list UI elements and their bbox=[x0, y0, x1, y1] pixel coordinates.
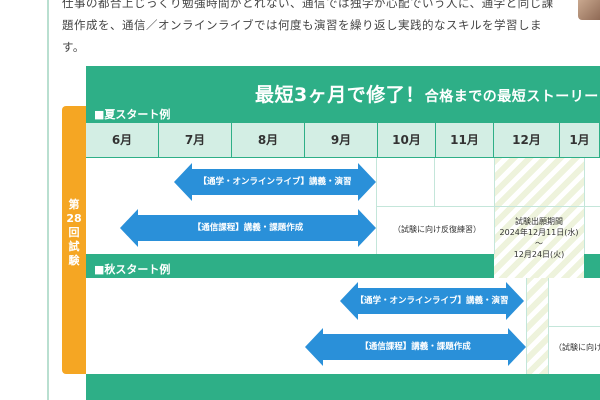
exam-round-tab: 第 28 回 試 験 bbox=[62, 106, 86, 374]
exam-period-end: 12月24日(火) bbox=[513, 250, 565, 259]
exam-round-char-5: 験 bbox=[68, 254, 80, 267]
autumn-classroom-label: 【通学・オンラインライブ】講義・演習 bbox=[355, 296, 509, 306]
month-dec: 12月 bbox=[494, 123, 560, 157]
month-nov: 11月 bbox=[436, 123, 494, 157]
month-aug: 8月 bbox=[232, 123, 305, 157]
avatar bbox=[578, 0, 600, 20]
summer-correspondence-arrow: 【通信課程】講義・課題作成 bbox=[120, 209, 376, 247]
exam-period-tilde: 〜 bbox=[535, 239, 543, 248]
headline-main: 最短3ヶ月で修了！ bbox=[255, 84, 425, 106]
autumn-practice-note: （試験に向け反 bbox=[554, 343, 600, 352]
grid-line bbox=[376, 206, 600, 207]
schedule-headline: 最短3ヶ月で修了！合格までの最短ストーリー bbox=[255, 80, 599, 107]
summer-exam-period-hatch bbox=[494, 158, 584, 278]
exam-round-char-1: 第 bbox=[68, 198, 80, 211]
month-jul: 7月 bbox=[159, 123, 232, 157]
autumn-classroom-arrow: 【通学・オンラインライブ】講義・演習 bbox=[340, 282, 524, 320]
month-sep: 9月 bbox=[305, 123, 378, 157]
grid-line bbox=[526, 278, 527, 374]
exam-round-char-3: 回 bbox=[68, 226, 80, 239]
month-jun: 6月 bbox=[86, 123, 159, 157]
intro-line-3: す。 bbox=[62, 40, 85, 54]
summer-practice-note: （試験に向け反復練習） bbox=[393, 225, 481, 234]
autumn-start-label: ■秋スタート例 bbox=[94, 263, 171, 276]
intro-line-1: 仕事の都合上じっくり勉強時間がとれない、通信では独学が心配でいう人に、通学と同じ… bbox=[62, 0, 554, 10]
intro-text: 仕事の都合上じっくり勉強時間がとれない、通信では独学が心配でいう人に、通学と同じ… bbox=[62, 0, 554, 58]
grid-line bbox=[434, 158, 435, 206]
exam-period-start: 2024年12月11日(水) bbox=[499, 228, 579, 237]
summer-exam-period: 試験出願期間 2024年12月11日(水) 〜 12月24日(火) bbox=[494, 216, 584, 260]
summer-classroom-label: 【通学・オンラインライブ】講義・演習 bbox=[198, 177, 352, 187]
autumn-correspondence-arrow: 【通信課程】講義・課題作成 bbox=[305, 328, 526, 366]
exam-round-char-2: 28 bbox=[66, 212, 82, 225]
summer-classroom-arrow: 【通学・オンラインライブ】講義・演習 bbox=[174, 163, 376, 201]
exam-round-char-4: 試 bbox=[68, 240, 80, 253]
exam-period-title: 試験出願期間 bbox=[515, 217, 563, 226]
month-oct: 10月 bbox=[378, 123, 436, 157]
grid-line bbox=[548, 326, 600, 327]
intro-line-2: 題作成を、通信／オンラインライブでは何度も演習を繰り返し実践的なスキルを学習しま bbox=[62, 18, 542, 32]
summer-start-label: ■夏スタート例 bbox=[94, 108, 171, 121]
exam-round-label: 第 28 回 試 験 bbox=[62, 198, 86, 268]
page-left-border bbox=[47, 0, 49, 400]
summer-correspondence-label: 【通信課程】講義・課題作成 bbox=[192, 223, 304, 233]
month-jan: 1月 bbox=[560, 123, 600, 157]
autumn-correspondence-label: 【通信課程】講義・課題作成 bbox=[360, 342, 471, 352]
headline-sub: 合格までの最短ストーリー bbox=[424, 89, 599, 105]
autumn-exam-period-hatch bbox=[526, 278, 548, 374]
